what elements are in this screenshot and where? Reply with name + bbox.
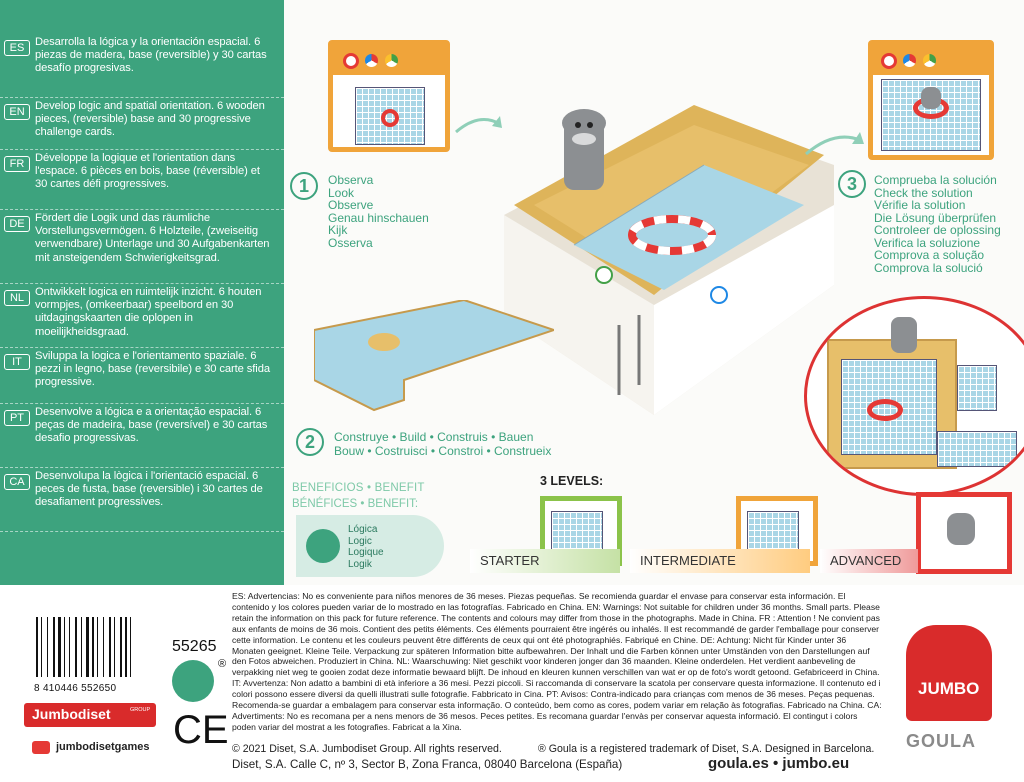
beach-ball-icon [385,54,398,67]
language-description: Desenvolupa la lògica i l'orientació esp… [35,470,263,509]
language-block-nl: NL Ontwikkelt logica en ruimtelijk inzich… [0,284,284,348]
brand-jumbodiset: Jumbodiset [32,706,111,722]
solution-photo [804,296,1024,496]
language-code: FR [4,156,30,172]
language-block-fr: FR Développe la logique et l'orientation … [0,150,284,210]
step1-line: Look [328,185,355,200]
step3-line: Die Lösung überprüfen [874,210,997,225]
game-board-illustration [504,105,834,415]
brand-jumbo: JUMBO [918,679,980,698]
language-block-pt: PT Desenvolve a lógica e a orientação esp… [0,404,284,468]
language-description: Desarrolla la lógica y la orientación es… [35,36,267,75]
arrow-icon [805,132,864,156]
language-code: ES [4,40,30,56]
language-block-en: EN Develop logic and spatial orientation.… [0,98,284,150]
step3-line: Comprueba la solución [874,173,997,187]
step1-line: Kijk [328,223,348,237]
language-code: DE [4,216,30,232]
step1-line: Osserva [328,235,373,250]
step-2-line1: Construye • Build • Construis • Bauen [334,430,534,444]
step-2-number: 2 [296,428,324,456]
language-sidebar: ES Desarrolla la lógica y la orientación … [0,0,284,585]
step3-line: Check the solution [874,185,973,200]
float-ring-icon [867,399,903,421]
step1-line: Observa [328,173,374,187]
language-description: Sviluppa la logica e l'orientamento spaz… [35,350,270,389]
product-code: 55265 [172,638,217,655]
address: Diset, S.A. Calle C, nº 3, Sector B, Zon… [232,758,623,771]
loose-piece-illustration [314,300,554,412]
language-description: Ontwikkelt logica en ruimtelijk inzicht.… [35,286,262,338]
language-code: CA [4,474,30,490]
registered-mark: ® [218,658,227,670]
benefits-title-1: BENEFICIOS • BENEFIT [292,482,425,494]
step-3-number: 3 [838,170,866,198]
language-description: Develop logic and spatial orientation. 6… [35,100,265,139]
benefit-item: Logic [348,535,372,547]
language-description: Développe la logique et l'orientation da… [35,152,260,191]
step3-line: Vérifie la solution [874,198,966,212]
benefit-item: Logique [348,547,384,558]
hippo-figure [921,87,941,109]
youtube-channel[interactable]: jumbodisetgames [56,741,150,753]
float-ring-icon [343,53,359,69]
language-code: NL [4,290,30,306]
info-panel: 8 410446 552650 55265 ® CE Jumbodiset GR… [0,585,1024,782]
arrow-icon [455,116,502,134]
level-intermediate-badge: INTERMEDIATE [630,549,810,573]
barcode-number: 8 410446 552650 [34,683,117,694]
language-description: Desenvolve a lógica e a orientação espac… [35,406,268,445]
brand-goula: GOULA [906,731,976,751]
step3-line: Controleer de oplossing [874,223,1001,237]
level-card-advanced [916,492,1012,574]
step1-line: Observe [328,198,374,212]
level-advanced-badge: ADVANCED [820,549,918,573]
language-code: IT [4,354,30,370]
step3-line: Comprova a solução [874,248,985,262]
youtube-icon [32,741,50,754]
language-code: EN [4,104,30,120]
jumbodiset-logo: Jumbodiset GROUP [24,703,156,727]
beach-ball-icon [903,54,916,67]
brand-group: GROUP [130,707,151,713]
jumbo-logo: JUMBO [906,625,992,721]
trademark: ® Goula is a registered trademark of Dis… [538,743,875,755]
beach-ball-icon [923,54,936,67]
float-ring-icon [381,109,399,127]
language-block-it: IT Sviluppa la logica e l'orientamento sp… [0,348,284,404]
step-2-line2: Bouw • Costruisci • Constroi • Construei… [334,444,552,458]
challenge-card-solution [868,40,994,160]
beach-ball-icon [365,54,378,67]
benefit-item: Logik [348,558,372,570]
warnings-text: ES: Advertencias: No es conveniente para… [232,591,882,732]
barcode [30,617,158,689]
challenge-card-observe [328,40,450,152]
hippo-figure [947,513,975,545]
step3-line: Verifica la soluzione [874,235,981,250]
levels-title: 3 LEVELS: [540,474,604,488]
step1-line: Genau hinschauen [328,210,429,225]
recycle-icon [172,660,214,702]
language-code: PT [4,410,30,426]
ce-mark: CE [173,708,229,752]
language-block-de: DE Fördert die Logik und das räumliche Vo… [0,210,284,284]
copyright: © 2021 Diset, S.A. Jumbodiset Group. All… [232,743,502,755]
language-block-es: ES Desarrolla la lógica y la orientación … [0,34,284,98]
step3-line: Comprova la solució [874,260,983,275]
language-block-ca: CA Desenvolupa la lògica i l'orientació e… [0,468,284,532]
float-ring-icon [881,53,897,69]
step-1-number: 1 [290,172,318,200]
benefits-title-2: BÉNÉFICES • BENEFIT: [292,498,419,510]
brain-icon [306,529,340,563]
websites[interactable]: goula.es • jumbo.eu [708,755,850,772]
benefit-item: Lógica [348,524,378,535]
level-starter-badge: STARTER [470,549,620,573]
language-description: Fördert die Logik und das räumliche Vors… [35,212,270,264]
